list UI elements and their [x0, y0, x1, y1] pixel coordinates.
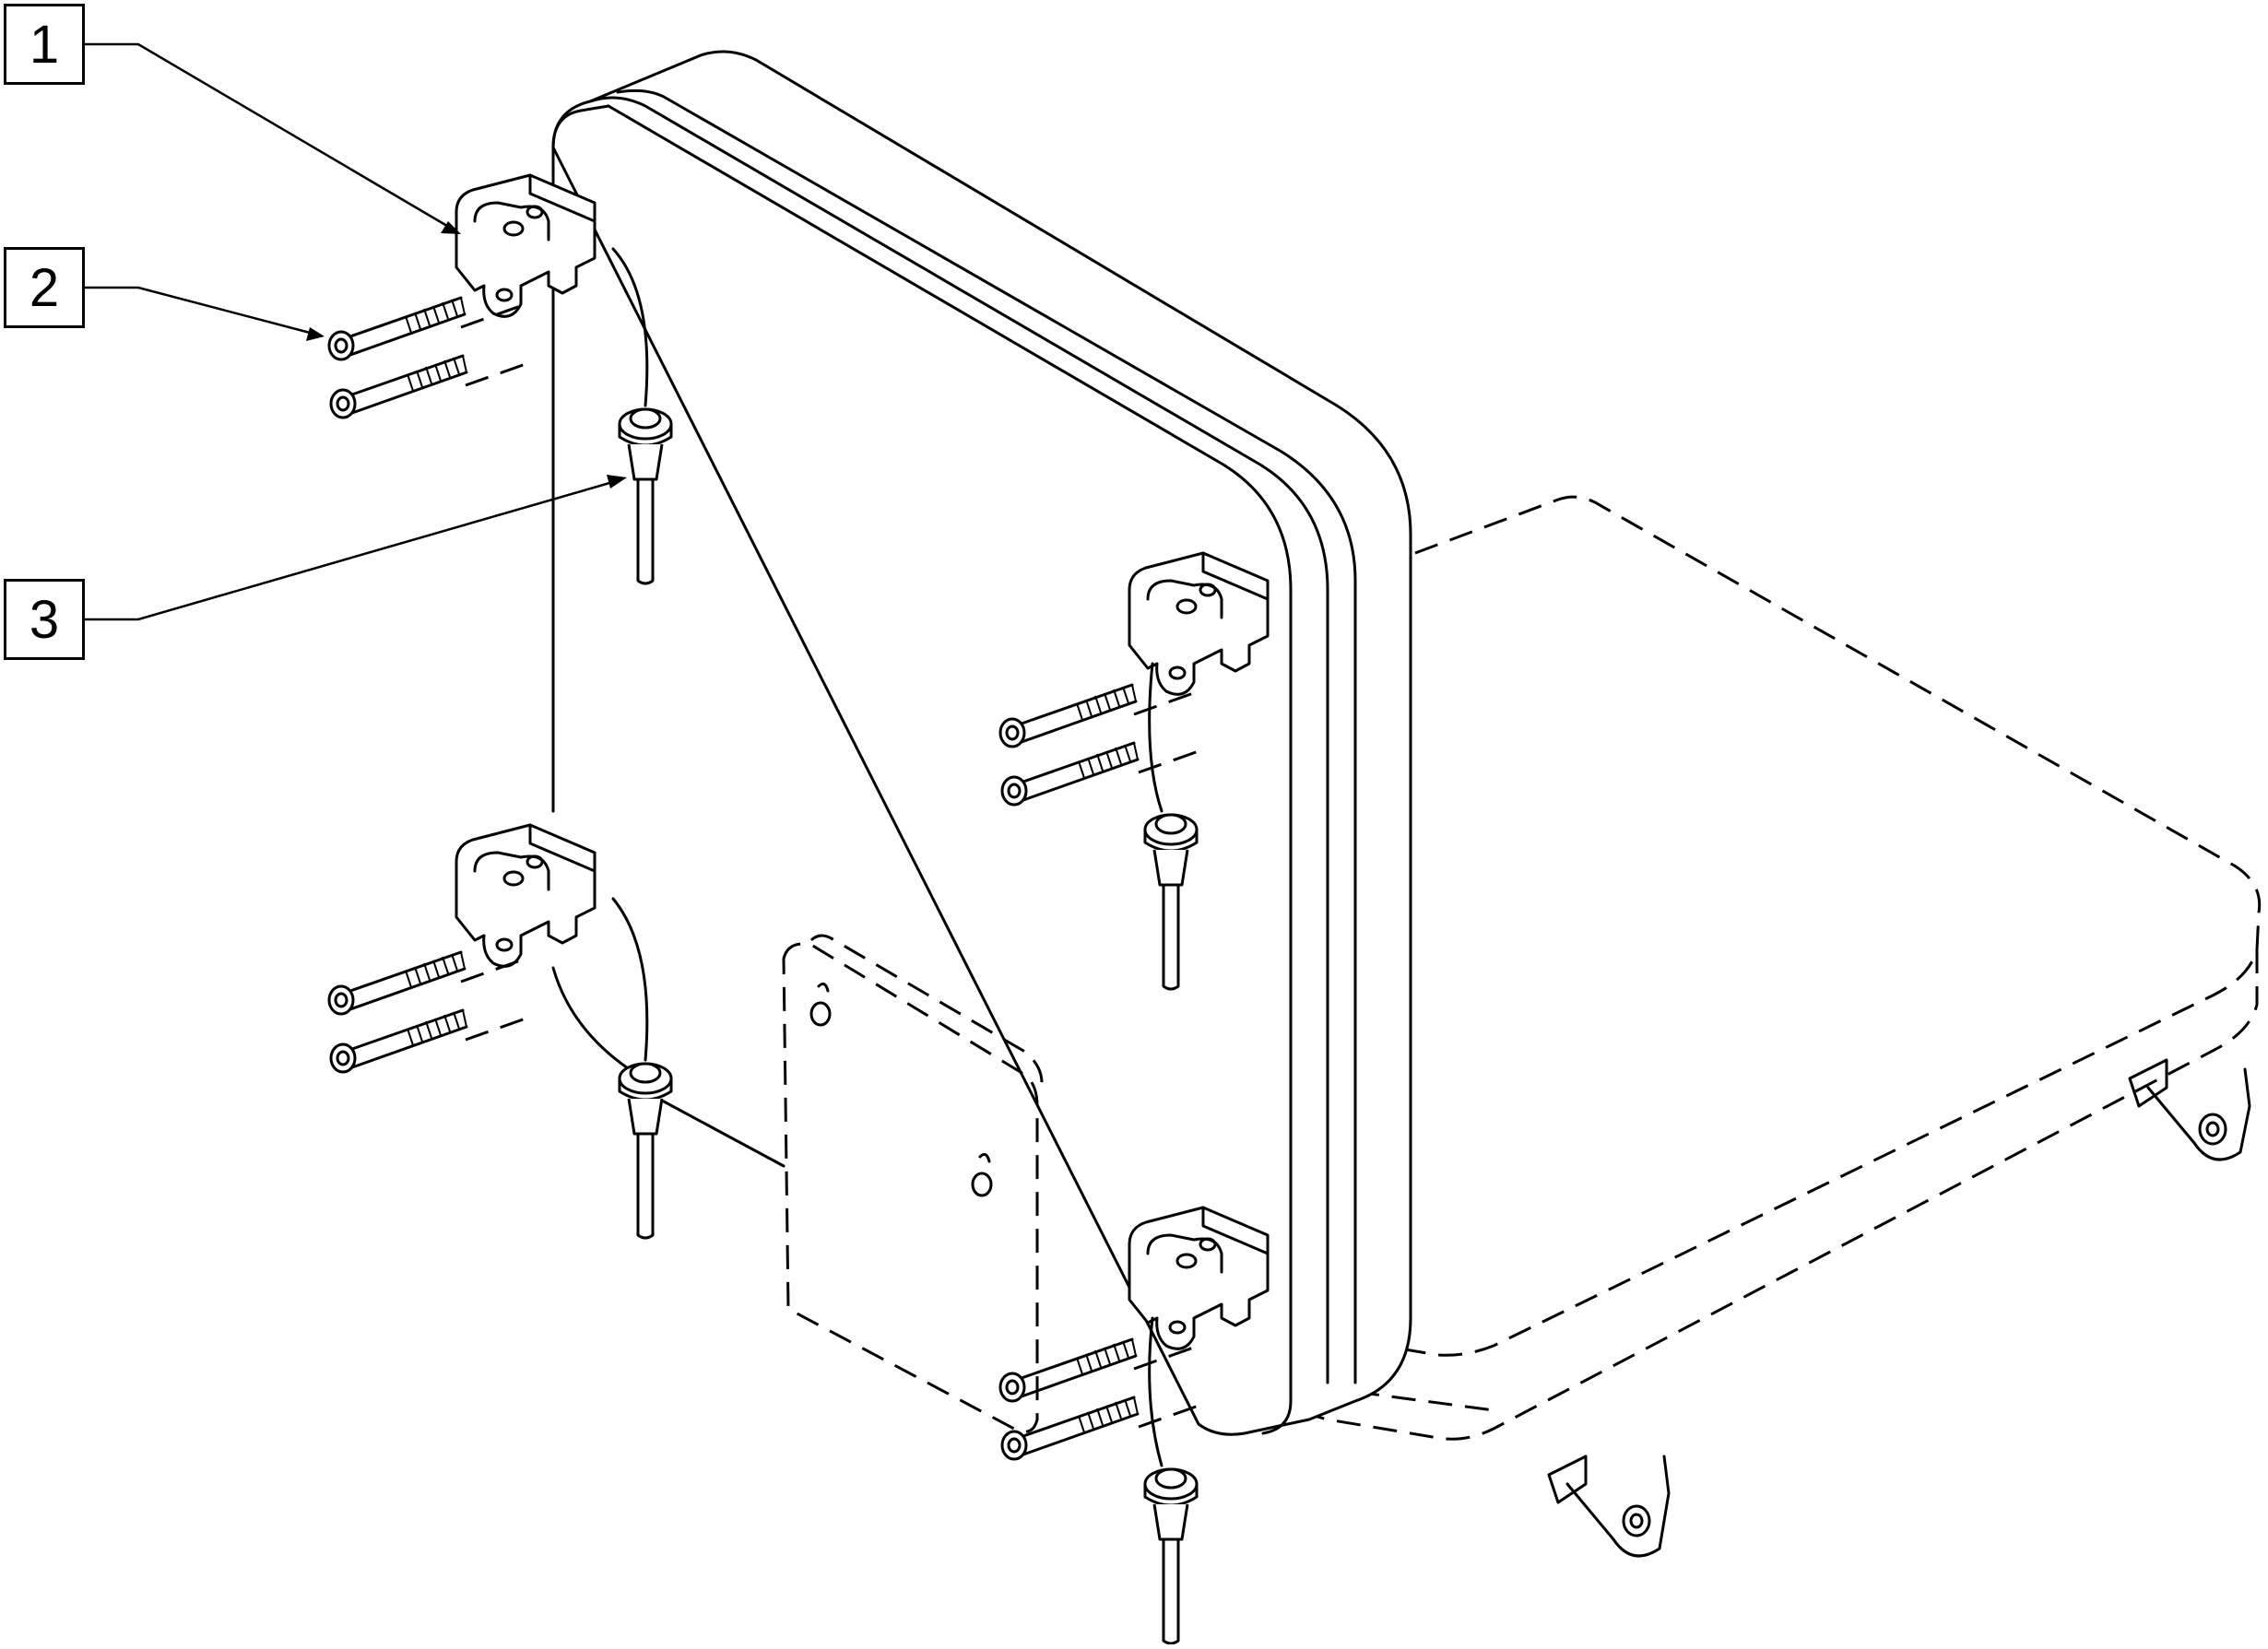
screw-bottom-right-1 [998, 1337, 1138, 1403]
screw-bottom-left-2 [329, 1008, 468, 1074]
mounting-plate-outline [782, 934, 1044, 1433]
pin-top-left [618, 407, 673, 585]
callout-3: 3 [4, 579, 85, 660]
bracket-bottom-left [455, 823, 597, 968]
seat-outline [1270, 495, 2262, 1558]
leader-1 [85, 42, 461, 234]
pin-bottom-left [618, 1062, 673, 1240]
pin-bottom-right [1143, 1467, 1199, 1645]
callout-2-label: 2 [29, 257, 60, 318]
screw-bottom-left-1 [327, 950, 467, 1016]
bracket-top-left [455, 173, 597, 318]
callout-1-label: 1 [29, 14, 60, 75]
screw-bottom-right-2 [1000, 1396, 1140, 1461]
screw-top-left-1 [327, 296, 467, 361]
back-panel [551, 50, 1412, 1436]
screw-top-left-2 [329, 354, 468, 419]
callout-3-label: 3 [29, 589, 60, 650]
leader-2 [85, 286, 325, 341]
callout-2: 2 [4, 247, 85, 328]
assembly-lines [460, 247, 1199, 1467]
callout-1: 1 [4, 4, 85, 85]
leader-3 [85, 475, 627, 621]
